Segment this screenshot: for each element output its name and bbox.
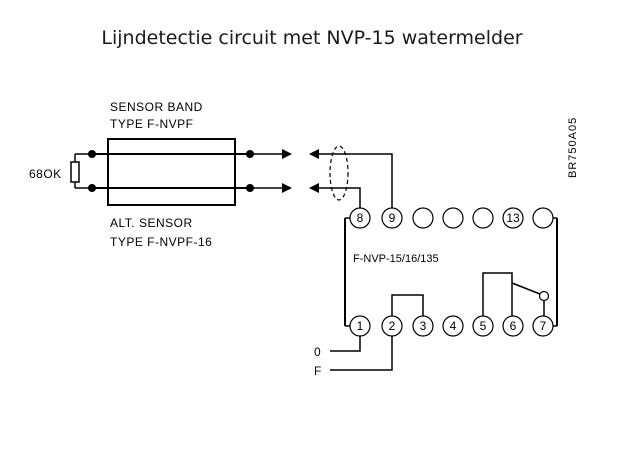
arrow-left — [309, 183, 319, 193]
pin-label: 1 — [357, 319, 364, 333]
pin-label: 13 — [506, 211, 520, 225]
terminal-0-label: 0 — [314, 345, 321, 359]
pin-12 — [472, 207, 494, 229]
pin-6 — [502, 315, 524, 337]
relay-switch — [511, 282, 541, 295]
pin-label: 6 — [510, 319, 517, 333]
relay-contact — [538, 290, 550, 302]
pin-11 — [442, 207, 464, 229]
sensor-band-type: TYPE F-NVPF — [110, 117, 194, 131]
sensor-terminal — [88, 184, 96, 192]
pin-14 — [532, 207, 554, 229]
alt-sensor-type: TYPE F-NVPF-16 — [110, 235, 212, 249]
pin-13 — [502, 207, 524, 229]
module-label: F-NVP-15/16/135 — [353, 253, 439, 265]
resistor — [70, 161, 80, 183]
resistor-label: 68OK — [29, 167, 62, 181]
pin-label: 4 — [450, 319, 457, 333]
pin-8 — [349, 207, 371, 229]
pin-7 — [532, 315, 554, 337]
pin-label: 2 — [389, 319, 396, 333]
arrow-right — [282, 149, 292, 159]
diagram-title: Lijndetectie circuit met NVP-15 watermel… — [101, 27, 522, 49]
pin-5 — [472, 315, 494, 337]
drawing-code: BR750A05 — [567, 117, 579, 178]
arrow-right — [282, 183, 292, 193]
sensor-terminal — [88, 150, 96, 158]
top-pin-row: 8 9 13 — [349, 207, 554, 229]
pin-10 — [412, 207, 434, 229]
cable-shield — [329, 145, 349, 201]
pin-4 — [442, 315, 464, 337]
pin-label: 8 — [357, 211, 364, 225]
pin-label: 5 — [480, 319, 487, 333]
arrow-left — [309, 149, 319, 159]
sensor-band-box — [107, 138, 236, 206]
pin-label: 3 — [420, 319, 427, 333]
alt-sensor-label: ALT. SENSOR — [110, 216, 193, 230]
pin-label: 7 — [540, 319, 547, 333]
terminal-F-label: F — [314, 364, 322, 378]
pin-label: 9 — [389, 211, 396, 225]
bottom-pin-row: 1 2 3 4 5 6 7 — [349, 315, 554, 337]
pin-3 — [412, 315, 434, 337]
pin-9 — [381, 207, 403, 229]
sensor-band-label: SENSOR BAND — [110, 100, 203, 114]
